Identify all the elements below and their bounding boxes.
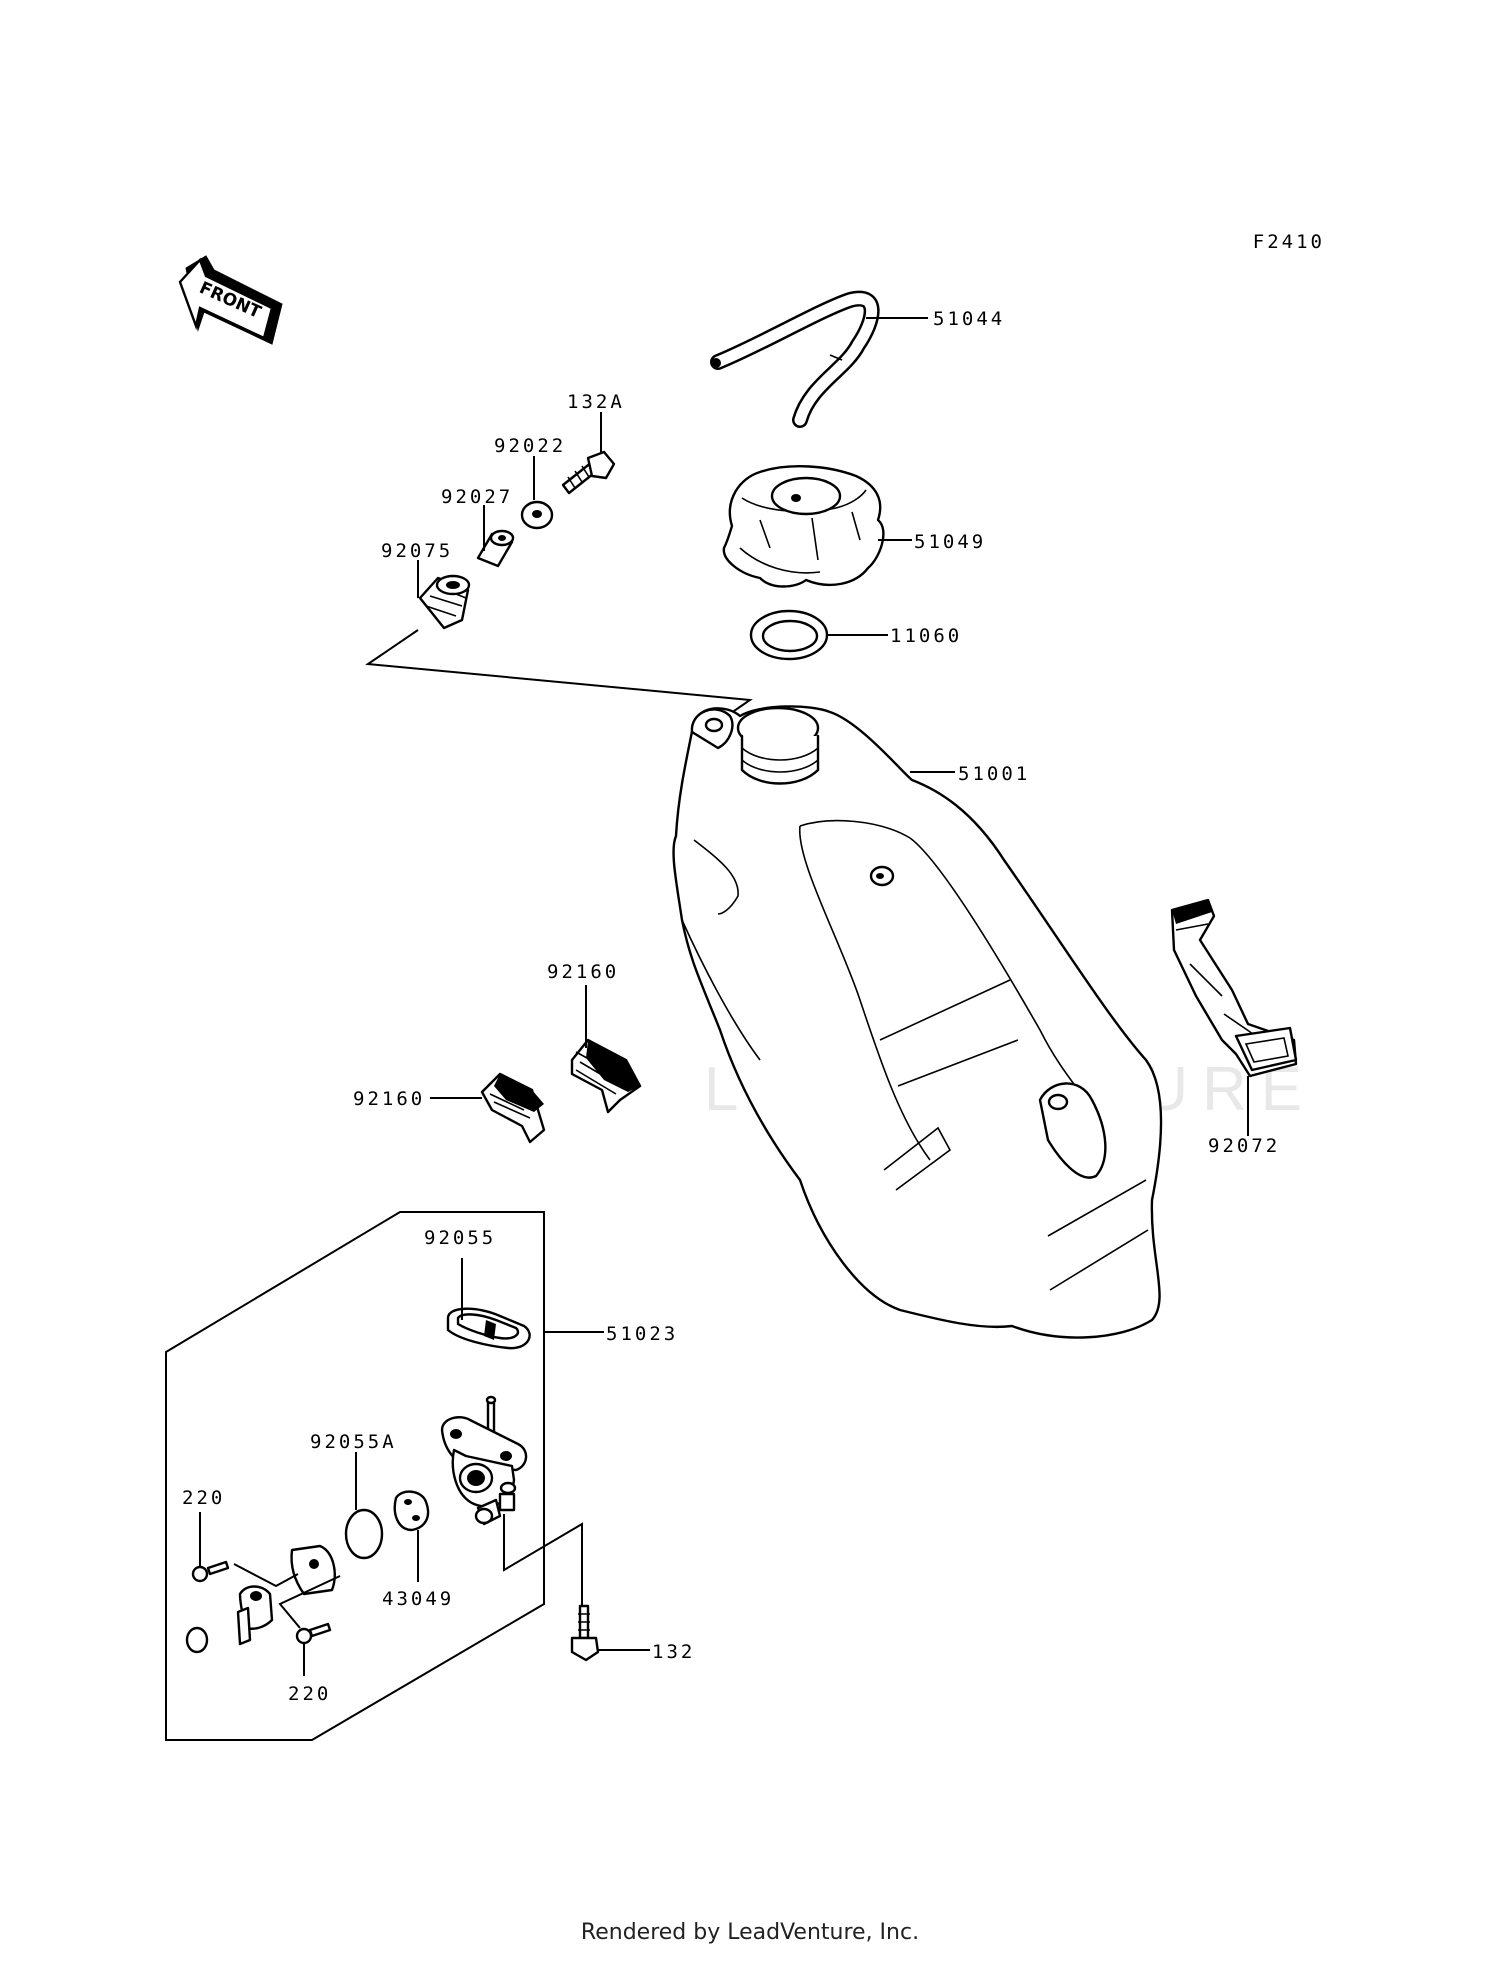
part-220-screw-lower[interactable]	[295, 1622, 332, 1645]
footer-credit: Rendered by LeadVenture, Inc.	[580, 1920, 920, 1945]
callout-51044[interactable]: 51044	[933, 308, 1005, 330]
part-43049-gasket[interactable]	[393, 1490, 430, 1532]
part-92055-filter[interactable]	[446, 1307, 531, 1350]
callout-92022[interactable]: 92022	[494, 435, 566, 457]
part-220-screw-upper[interactable]	[191, 1560, 230, 1583]
part-51044-hose[interactable]	[710, 290, 880, 428]
assembly-51023-box	[165, 1211, 545, 1741]
part-92075-damper[interactable]	[418, 574, 471, 630]
callout-92055A[interactable]: 92055A	[310, 1431, 397, 1453]
callout-43049[interactable]: 43049	[382, 1588, 454, 1610]
callout-92055[interactable]: 92055	[424, 1227, 496, 1249]
part-lever-plate[interactable]	[290, 1544, 336, 1596]
callout-132[interactable]: 132	[652, 1641, 695, 1663]
part-small-oring[interactable]	[185, 1626, 209, 1654]
leader-132	[503, 1514, 583, 1608]
callout-92027[interactable]: 92027	[441, 486, 513, 508]
part-11060-gasket[interactable]	[749, 609, 829, 661]
part-92072-strap[interactable]	[1170, 898, 1298, 1078]
callout-51049[interactable]: 51049	[914, 531, 986, 553]
leader-92075-to-tank	[365, 629, 753, 723]
part-132-bolt[interactable]	[570, 1604, 600, 1662]
part-51001-fuel-tank[interactable]	[672, 705, 1163, 1339]
part-132A-bolt[interactable]	[561, 450, 616, 495]
callout-92160-lower[interactable]: 92160	[353, 1088, 425, 1110]
callout-220-upper[interactable]: 220	[182, 1487, 225, 1509]
callout-92072[interactable]: 92072	[1208, 1135, 1280, 1157]
callout-11060[interactable]: 11060	[890, 625, 962, 647]
part-51049-fuel-cap[interactable]	[722, 465, 885, 588]
callout-51001[interactable]: 51001	[958, 763, 1030, 785]
leader-220-lever	[278, 1575, 341, 1629]
callout-92160-upper[interactable]: 92160	[547, 961, 619, 983]
part-92055A-oring[interactable]	[344, 1508, 384, 1560]
callout-51023[interactable]: 51023	[606, 1323, 678, 1345]
callout-132A[interactable]: 132A	[567, 391, 625, 413]
part-92160-cushion-upper[interactable]	[570, 1038, 642, 1114]
front-arrow-icon: FRONT	[178, 255, 283, 345]
part-fuel-cock-body[interactable]	[440, 1395, 528, 1526]
callout-220-lower[interactable]: 220	[288, 1683, 331, 1705]
diagram-code: F2410	[1253, 231, 1325, 253]
part-lever[interactable]	[236, 1585, 274, 1646]
part-92027-collar[interactable]	[476, 529, 515, 568]
part-92160-cushion-lower[interactable]	[480, 1072, 546, 1144]
callout-92075[interactable]: 92075	[381, 540, 453, 562]
leader-220-plate	[233, 1563, 299, 1588]
part-92022-washer[interactable]	[520, 500, 554, 530]
